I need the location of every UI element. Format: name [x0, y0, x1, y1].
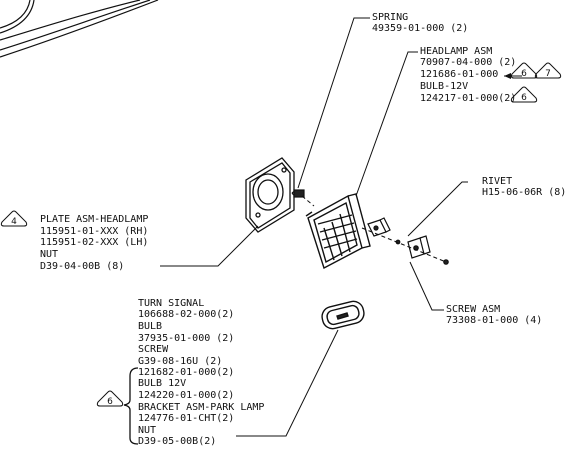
headlamp-callout: HEADLAMP ASM 70907-04-000 (2) 121686-01-… [420, 46, 516, 104]
headlamp-bulb-part: 124217-01-000(2) [420, 93, 516, 104]
ref-triangle-turn-signal: 6 [96, 390, 124, 407]
ref-plate-label: 4 [11, 217, 17, 227]
leader-arrowhead [504, 73, 511, 79]
plate-part-lh: 115951-02-XXX (LH) [40, 237, 148, 248]
rivet-callout: RIVET H15-06-06R (8) [482, 176, 566, 198]
turn-signal-line: NUT [138, 425, 156, 436]
clip-drawing [367, 217, 391, 237]
spring-part: 49359-01-000 (2) [372, 23, 468, 34]
turn-signal-line: BULB [138, 321, 162, 332]
turn-signal-line: BULB 12V [138, 378, 186, 389]
turn-signal-line: 124220-01-000(2) [138, 390, 234, 401]
ref-headlamp-a-label: 6 [521, 69, 527, 79]
screw-asm-callout: SCREW ASM 73308-01-000 (4) [446, 304, 542, 326]
rivet-part: H15-06-06R (8) [482, 187, 566, 198]
ref-headlamp-b-label: 7 [545, 69, 551, 79]
ref-triangle-headlamp-b: 7 [534, 62, 562, 79]
spring-callout: SPRING 49359-01-000 (2) [372, 12, 468, 34]
ref-turn-signal-label: 6 [107, 397, 113, 407]
turn-signal-line: 124776-01-CHT(2) [138, 413, 234, 424]
plate-name: PLATE ASM-HEADLAMP [40, 214, 148, 225]
turn-signal-line: BRACKET ASM-PARK LAMP [138, 402, 264, 413]
fender-outline [0, 0, 159, 58]
turn-signal-line: D39-05-00B(2) [138, 436, 216, 447]
turn-signal-line: 37935-01-000 (2) [138, 333, 234, 344]
park-lamp-drawing [321, 300, 365, 330]
turn-signal-line: G39-08-16U (2) [138, 356, 222, 367]
turn-signal-line: SCREW [138, 344, 169, 355]
turn-signal-line: 106688-02-000(2) [138, 309, 234, 320]
plate-nut-part: D39-04-00B (8) [40, 261, 124, 272]
plate-part-rh: 115951-01-XXX (RH) [40, 226, 148, 237]
headlamp-part-2: 121686-01-000 [420, 69, 498, 80]
turn-signal-line: TURN SIGNAL [138, 298, 204, 309]
headlamp-assembly-drawing [305, 193, 371, 270]
plate-callout: PLATE ASM-HEADLAMP 115951-01-XXX (RH) 11… [40, 214, 148, 272]
screw-asm-name: SCREW ASM [446, 304, 500, 315]
headlamp-plate-drawing [245, 157, 295, 233]
headlamp-part-1: 70907-04-000 (2) [420, 57, 516, 68]
assembly-axis [301, 195, 447, 263]
turn-signal-callout: TURN SIGNAL 106688-02-000(2) BULB 37935-… [138, 298, 264, 447]
headlamp-name: HEADLAMP ASM [420, 46, 492, 57]
ref-bulb-label: 6 [521, 93, 527, 103]
spring-drawing [291, 189, 305, 198]
headlamp-bulb: BULB-12V [420, 81, 468, 92]
rivet-name: RIVET [482, 176, 512, 187]
screw-asm-part: 73308-01-000 (4) [446, 315, 542, 326]
ref-triangle-bulb: 6 [510, 86, 538, 103]
plate-nut: NUT [40, 249, 58, 260]
ref-triangle-plate: 4 [0, 210, 28, 227]
group-bracket [123, 367, 139, 445]
screw-assembly-drawing [395, 235, 449, 265]
turn-signal-line: 121682-01-000(2) [138, 367, 234, 378]
spring-name: SPRING [372, 12, 408, 23]
